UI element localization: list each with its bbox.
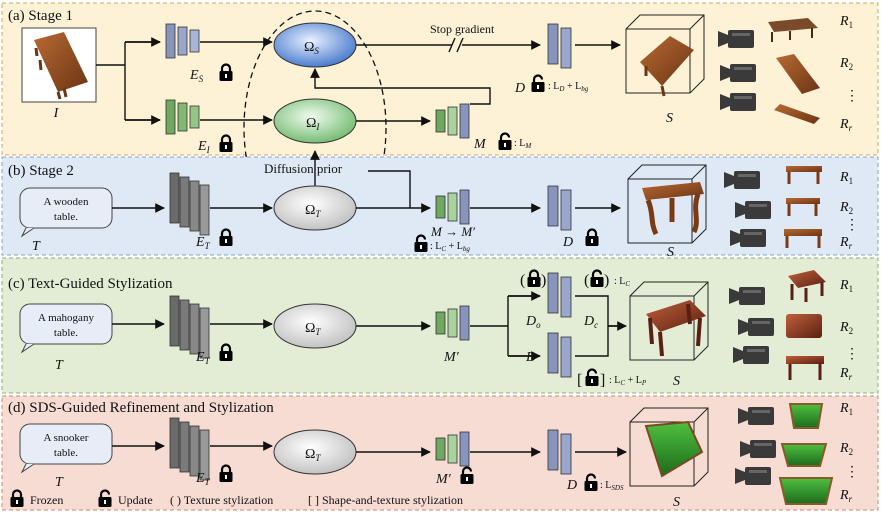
m-label: M [473,137,487,152]
paren-open: ( [520,272,525,289]
render-r1-b [786,166,822,184]
render-r2-a [776,54,820,94]
diffusion-prior-label: Diffusion prior [264,161,343,176]
paren-open-2: ( [584,272,589,289]
et-label-c: ET [195,350,211,366]
paren-close: ) [541,272,546,289]
s-label-c: S [673,374,680,389]
sds-loss: : LSDS [600,480,624,492]
result-table-b [642,182,704,236]
stop-gradient-label: Stop gradient [430,22,495,36]
rr-label-d: Rr [839,488,853,504]
et-label-d: ET [195,471,211,487]
m-label-d: M′ [435,472,452,487]
omega-s-label: ΩS [304,40,319,56]
omega-t-label-c: ΩT [305,321,321,337]
r1-label: R1 [839,14,853,30]
render-r1-a [768,18,818,42]
bracket-open: [ [577,372,582,389]
s-label: S [666,111,673,126]
result-table-a [640,36,694,86]
d-label-b: D [562,235,573,250]
svg-text:A snooker: A snooker [44,432,89,444]
dots-b: ⋮ [845,218,859,233]
dots-c: ⋮ [845,347,859,362]
svg-text:table.: table. [54,211,78,223]
s-label-d: S [673,495,680,510]
r1-label-d: R1 [839,401,853,417]
d-label: D [514,81,525,96]
es-label: ES [189,68,204,84]
render-rr-c [786,356,824,380]
m-map-label: M → M′ [430,224,475,239]
omega-t-label-d: ΩT [305,447,321,463]
et-label: ET [195,235,211,251]
legend: Frozen Update ( ) Texture stylization [ … [9,489,463,509]
dots-d: ⋮ [845,465,859,480]
result-table-d [644,420,704,478]
dots: ⋮ [845,89,859,104]
rr-label-b: Rr [839,235,853,251]
diffusion-prior-boundary [243,10,387,246]
svg-text:table.: table. [54,447,78,459]
text-prompt-d: A snooker table. [19,423,113,474]
text-prompt-c: A mahogany table. [19,303,113,354]
s-label-b: S [667,245,674,260]
rr-label: Rr [839,117,853,133]
t-label-c: T [55,358,64,373]
input-image-table [21,27,97,103]
render-rr-b [784,229,822,248]
r2-label-d: R2 [839,441,853,457]
dc-label: Dc [583,314,598,330]
stage-b-title: (b) Stage 2 [8,163,74,179]
legend-shape-texture: [ ] Shape-and-texture stylization [308,493,463,507]
omega-s-node [273,22,357,68]
r2-label-c: R2 [839,320,853,336]
stop-gradient-mark [448,37,464,53]
render-r1-d [788,403,824,429]
d-loss: : LD + Lbg [548,81,589,93]
ei-label: EI [197,139,211,155]
stage-c-title: (c) Text-Guided Stylization [8,276,173,292]
b-loss: : LC + Lbg [430,241,470,253]
rr-label-c: Rr [839,366,853,382]
omega-t-label: ΩT [305,203,321,219]
d-label-c: D [525,350,536,365]
bracket-close: ] [600,372,605,389]
svg-text:table.: table. [54,327,78,339]
legend-update: Update [118,493,153,507]
paren-close-2: ) [604,272,609,289]
r1-label-b: R1 [839,170,853,186]
stage-d-title: (d) SDS-Guided Refinement and Stylizatio… [8,400,274,416]
render-r2-c [786,314,822,338]
do-label: Do [525,314,541,330]
render-rr-a [774,104,820,124]
r2-label-b: R2 [839,200,853,216]
m-label-c: M′ [443,350,460,365]
svg-text:A mahogany: A mahogany [38,312,94,324]
render-r2-d [780,443,828,467]
d-label-d: D [566,478,577,493]
m-loss: : LM [514,138,532,150]
text-prompt-b: A wooden table. [19,187,113,238]
render-rr-d [778,477,834,505]
lc-loss: : LC [614,276,630,288]
omega-i-label: ΩI [306,116,320,132]
result-table-c [646,300,706,357]
t-label-d: T [55,475,64,490]
t-label: T [32,239,41,254]
r2-label: R2 [839,56,853,72]
stage-a-title: (a) Stage 1 [8,8,73,24]
render-r2-b [786,198,820,216]
legend-texture: ( ) Texture stylization [170,493,273,507]
r1-label-c: R1 [839,278,853,294]
input-image-label: I [53,106,60,121]
render-r1-c [788,270,826,302]
legend-frozen: Frozen [30,493,63,507]
svg-text:A wooden: A wooden [44,196,89,208]
lcp-loss: : LC + LP [609,375,647,387]
